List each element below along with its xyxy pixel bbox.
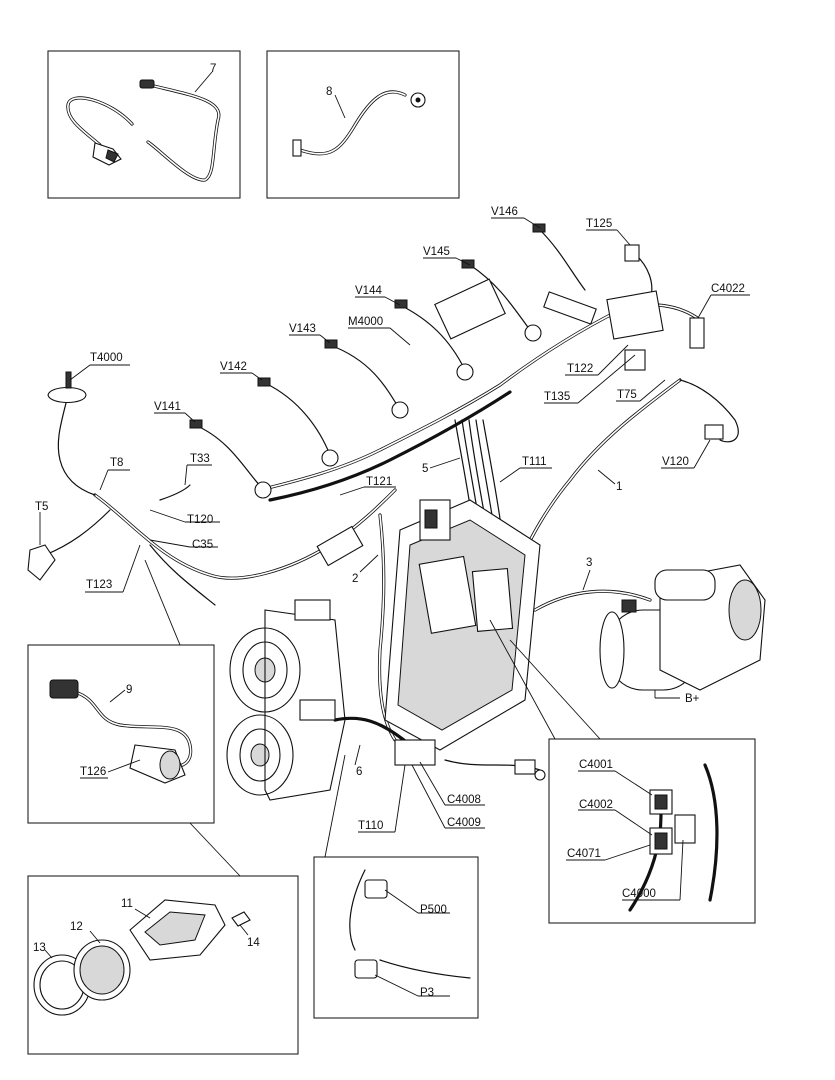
label-v143: V143	[289, 323, 316, 335]
fuse-box	[384, 499, 541, 766]
label-bplus: B+	[685, 693, 700, 705]
label-13: 13	[33, 942, 46, 954]
label-t121: T121	[366, 476, 392, 488]
label-v142: V142	[220, 361, 247, 373]
label-3: 3	[586, 557, 592, 569]
label-c4000: C4000	[622, 888, 656, 900]
label-t135: T135	[544, 391, 570, 403]
label-14: 14	[247, 937, 260, 949]
misc-connectors	[444, 290, 664, 781]
label-m4000: M4000	[348, 316, 383, 328]
starter-motor	[599, 564, 766, 691]
main-harness	[44, 229, 739, 747]
label-c4009: C4009	[447, 817, 481, 829]
alternator	[226, 599, 346, 801]
label-8: 8	[326, 86, 332, 98]
label-t123: T123	[86, 579, 112, 591]
inset-part-7: 7	[47, 50, 241, 199]
label-t120: T120	[187, 514, 213, 526]
label-t8: T8	[110, 457, 123, 469]
label-v146: V146	[491, 206, 518, 218]
label-11: 11	[121, 898, 133, 910]
inset-part-9: 9	[27, 644, 215, 824]
label-c4071: C4071	[567, 848, 601, 860]
label-t75: T75	[617, 389, 637, 401]
label-7: 7	[210, 63, 216, 75]
label-t126: T126	[80, 766, 106, 778]
label-9: 9	[126, 684, 132, 696]
label-c4001: C4001	[579, 759, 613, 771]
inset-part-8: 8	[266, 50, 460, 199]
label-v141: V141	[154, 401, 181, 413]
inset-p500-p3	[313, 856, 479, 1019]
label-6: 6	[356, 766, 362, 778]
label-p500: P500	[420, 904, 447, 916]
label-t111: T111	[522, 456, 547, 468]
label-t110: T110	[358, 820, 383, 832]
callout-lines	[144, 559, 601, 877]
label-2: 2	[352, 573, 358, 585]
label-1: 1	[616, 481, 622, 493]
sensor-connectors	[27, 223, 724, 581]
label-t33: T33	[190, 453, 210, 465]
label-t5: T5	[35, 501, 48, 513]
label-t125: T125	[586, 218, 612, 230]
label-12: 12	[70, 921, 83, 933]
label-p3: P3	[420, 987, 434, 999]
label-c4002: C4002	[579, 799, 613, 811]
label-c4022: C4022	[711, 283, 745, 295]
inset-connectors-c4000	[548, 738, 756, 924]
label-v120: V120	[662, 456, 689, 468]
label-c35: C35	[192, 539, 213, 551]
callout-labels: V146 T125 V145 C4022 V144 M4000 V143 T40…	[33, 206, 750, 999]
label-v145: V145	[423, 246, 450, 258]
label-c4008: C4008	[447, 794, 481, 806]
label-5: 5	[422, 463, 428, 475]
label-t122: T122	[567, 363, 593, 375]
inset-parts-11-14	[27, 875, 299, 1055]
label-v144: V144	[355, 285, 382, 297]
label-t4000: T4000	[90, 352, 123, 364]
